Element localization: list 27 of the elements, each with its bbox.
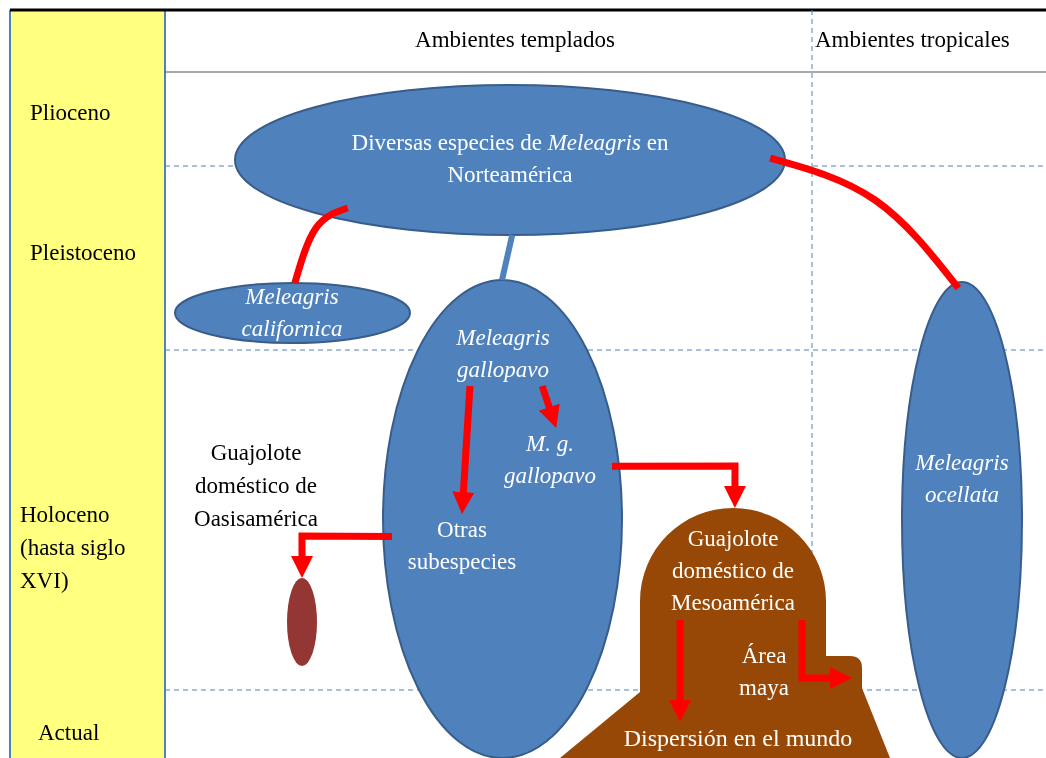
connector-line [291, 204, 349, 284]
column-header: Ambientes tropicales [815, 26, 1011, 54]
mound-shape [560, 508, 890, 758]
arrow [291, 532, 392, 578]
species-label: Dispersión en el mundo [598, 722, 878, 758]
species-label: Meleagris ocellata [914, 449, 1010, 509]
period-label: Plioceno [30, 99, 112, 127]
species-label: Meleagris gallopavo [433, 322, 573, 386]
period-label: Pleistoceno [30, 239, 138, 267]
arrow [538, 384, 560, 428]
period-label: Actual [38, 719, 101, 747]
species-label: Diversas especies de Meleagris en Norteamérica [350, 129, 670, 189]
species-label: M. g. gallopavo [488, 428, 612, 494]
connector-line [769, 154, 962, 291]
ellipse-shape [235, 85, 785, 235]
area-label: Área maya [738, 642, 790, 702]
connector-line [499, 234, 516, 281]
arrow [452, 385, 475, 514]
species-label: Guajolote doméstico de Mesoamérica [643, 523, 823, 620]
period-label: Holoceno (hasta siglo XVI) [20, 501, 127, 595]
species-label: Meleagris californica [240, 283, 344, 343]
caption-text: Guajolote doméstico de Oasisamérica [193, 439, 319, 533]
species-label: Otras subespecies [392, 514, 532, 582]
ellipse-shape [287, 578, 317, 666]
ellipse-shape [175, 283, 410, 343]
column-header: Ambientes templados [414, 26, 616, 54]
arrow [612, 462, 746, 508]
